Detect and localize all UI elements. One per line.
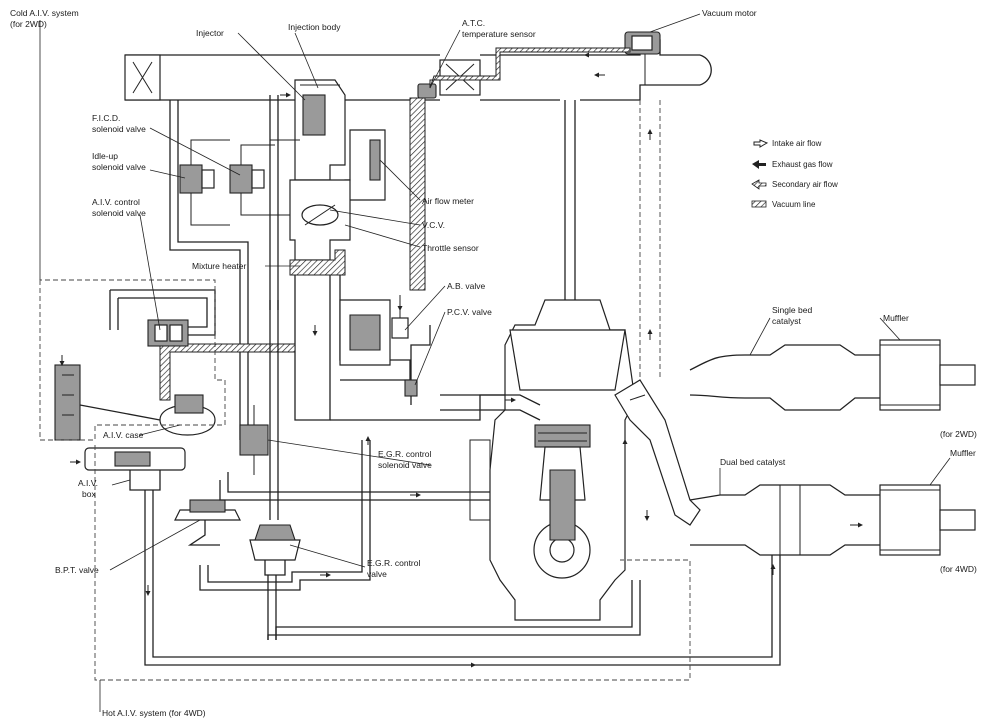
cold-aiv-boundary xyxy=(39,279,226,441)
mixture-heater xyxy=(289,249,346,276)
hot-aiv-boundary xyxy=(94,445,691,681)
label-aiv-control: A.I.V. control xyxy=(92,197,140,207)
leader-lines xyxy=(39,13,951,712)
vacuum-tube-a xyxy=(269,95,279,310)
label-ficd: F.I.C.D. xyxy=(92,113,120,123)
air-filter-box xyxy=(54,364,161,441)
legend-label-vacuum: Vacuum line xyxy=(772,200,816,209)
injection-body xyxy=(294,79,346,181)
label-dual-bed: Dual bed catalyst xyxy=(720,457,786,467)
label-egr-valve: E.G.R. control xyxy=(367,558,420,568)
legend-label-secondary: Secondary air flow xyxy=(772,180,838,189)
ficd-solenoid-valve xyxy=(229,144,275,216)
legend: Intake air flow Exhaust gas flow Seconda… xyxy=(751,139,838,209)
label-mixture-heater: Mixture heater xyxy=(192,261,246,271)
aiv-control-solenoid-valve xyxy=(147,319,189,347)
dual-bed-catalyst-exhaust xyxy=(689,484,976,556)
flow-arrows xyxy=(59,52,863,668)
solid-arrow-icon xyxy=(752,160,766,169)
engine-block xyxy=(469,299,636,621)
label-aiv-case: A.I.V. case xyxy=(103,430,144,440)
ab-valve xyxy=(339,299,409,366)
label-air-flow-meter: Air flow meter xyxy=(422,196,474,206)
exhaust-manifold xyxy=(614,379,701,526)
label-injection-body: Injection body xyxy=(288,22,341,32)
label-single-bed-sub: catalyst xyxy=(772,316,801,326)
label-muffler-top: Muffler xyxy=(883,313,909,323)
label-aiv-box: A.I.V. xyxy=(78,478,98,488)
label-injector: Injector xyxy=(196,28,224,38)
label-pcv-valve: P.C.V. valve xyxy=(447,307,492,317)
label-vacuum-motor: Vacuum motor xyxy=(702,8,757,18)
hatched-bar-icon xyxy=(751,200,767,208)
label-ab-valve: A.B. valve xyxy=(447,281,486,291)
egr-piping xyxy=(199,440,371,591)
label-throttle-sensor: Throttle sensor xyxy=(422,243,479,253)
throttle-chamber xyxy=(289,179,351,261)
label-hot-aiv-system: Hot A.I.V. system (for 4WD) xyxy=(102,708,206,718)
aiv-case xyxy=(159,394,216,436)
bpt-valve xyxy=(174,499,241,546)
aiv-box xyxy=(84,447,186,600)
hot-aiv-piping xyxy=(144,555,781,666)
label-egr-solenoid: E.G.R. control xyxy=(378,449,431,459)
label-ficd-sub: solenoid valve xyxy=(92,124,146,134)
atc-temperature-sensor xyxy=(409,83,437,291)
vacuum-line-aiv xyxy=(159,343,296,401)
label-aiv-box-sub: box xyxy=(82,489,96,499)
label-atc: A.T.C. xyxy=(462,18,485,28)
label-single-bed: Single bed xyxy=(772,305,812,315)
single-bed-catalyst-exhaust xyxy=(689,339,976,411)
split-arrow-icon xyxy=(751,179,767,190)
vacuum-line-atc xyxy=(429,47,631,89)
egr-control-solenoid-valve xyxy=(239,405,269,475)
label-atc-sub: temperature sensor xyxy=(462,29,536,39)
egr-control-valve xyxy=(249,524,301,640)
legend-label-exhaust: Exhaust gas flow xyxy=(772,160,833,169)
label-for-2wd: (for 2WD) xyxy=(940,429,977,439)
label-cold-aiv-system: Cold A.I.V. system xyxy=(10,8,79,18)
label-for-4wd: (for 4WD) xyxy=(940,564,977,574)
label-muffler-bottom: Muffler xyxy=(950,448,976,458)
air-flow-meter xyxy=(344,129,386,201)
secondary-air-duct xyxy=(639,100,661,380)
label-vcv: V.C.V. xyxy=(422,220,445,230)
label-cold-aiv-system-sub: (for 2WD) xyxy=(10,19,47,29)
label-egr-solenoid-sub: solenoid valve xyxy=(378,460,432,470)
label-idle-up: Idle-up xyxy=(92,151,118,161)
label-bpt-valve: B.P.T. valve xyxy=(55,565,99,575)
legend-label-intake: Intake air flow xyxy=(772,139,822,148)
pcv-valve xyxy=(404,325,431,405)
outline-arrow-icon xyxy=(753,139,769,148)
labels: Cold A.I.V. system (for 2WD) Injector In… xyxy=(10,8,977,718)
label-idle-up-sub: solenoid valve xyxy=(92,162,146,172)
label-aiv-control-sub: solenoid valve xyxy=(92,208,146,218)
vacuum-motor xyxy=(624,31,661,85)
idle-up-solenoid-valve xyxy=(179,139,230,226)
intake-manifold xyxy=(294,275,331,421)
label-egr-valve-sub: valve xyxy=(367,569,387,579)
